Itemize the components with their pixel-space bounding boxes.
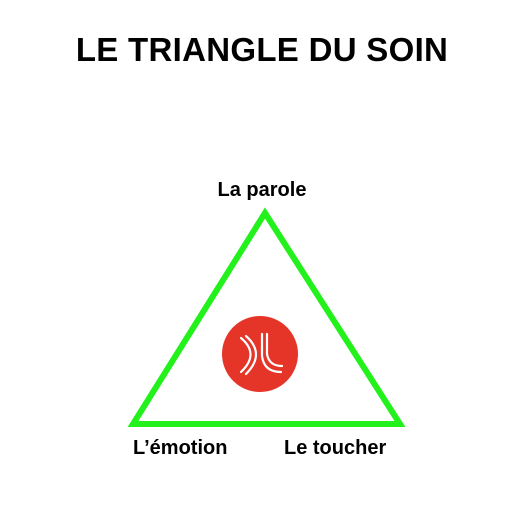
- vertex-label-toucher: Le toucher: [284, 437, 387, 459]
- dl-monogram-icon: [222, 316, 298, 392]
- vertex-label-emotion: L’émotion: [133, 437, 228, 459]
- vertex-label-parole: La parole: [217, 179, 307, 201]
- triangle-outline: [127, 207, 406, 427]
- page-title: LE TRIANGLE DU SOIN: [75, 31, 449, 68]
